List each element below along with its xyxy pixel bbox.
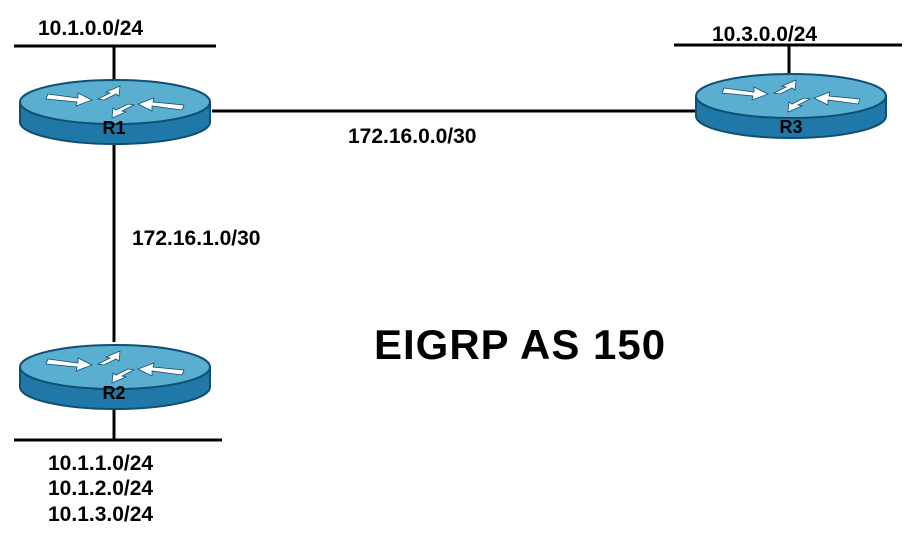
router-r2-label: R2 xyxy=(102,383,126,403)
r2-lan-label-1: 10.1.1.0/24 xyxy=(48,452,154,475)
router-r3-label: R3 xyxy=(779,117,803,137)
links xyxy=(14,43,902,442)
r1-r3-link-label: 172.16.0.0/30 xyxy=(348,125,477,148)
router-r1-label: R1 xyxy=(102,118,126,138)
r2-lan-label-2: 10.1.2.0/24 xyxy=(48,477,154,500)
diagram-title: EIGRP AS 150 xyxy=(374,321,667,368)
r2-lan-label-3: 10.1.3.0/24 xyxy=(48,503,154,526)
r3-lan-label: 10.3.0.0/24 xyxy=(712,23,818,46)
r1-r2-link-label: 172.16.1.0/30 xyxy=(132,227,261,250)
r1-lan-label: 10.1.0.0/24 xyxy=(38,17,144,40)
